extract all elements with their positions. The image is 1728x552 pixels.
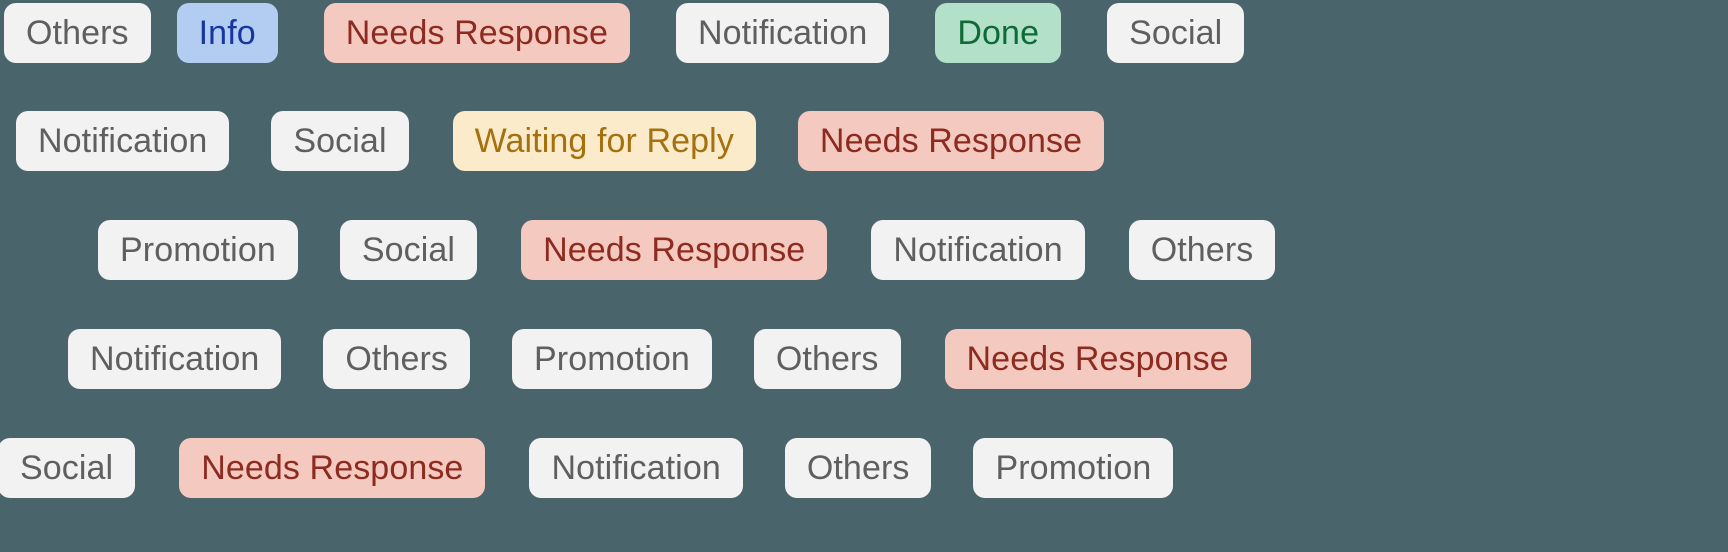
label-pill-promotion[interactable]: Promotion: [98, 220, 298, 280]
label-pill-social[interactable]: Social: [271, 111, 409, 171]
pill-row: Promotion Social Needs Response Notificatio…: [0, 220, 1728, 280]
label-pill-notification[interactable]: Notification: [68, 329, 282, 389]
label-pill-info[interactable]: Info: [176, 3, 278, 63]
label-pill-notification[interactable]: Notification: [529, 438, 743, 498]
label-pill-promotion[interactable]: Promotion: [512, 329, 712, 389]
label-pill-needs-response[interactable]: Needs Response: [944, 329, 1251, 389]
label-pill-needs-response[interactable]: Needs Response: [521, 220, 828, 280]
pill-row: Others Info Needs Response Notification Done…: [0, 3, 1728, 63]
label-pill-others[interactable]: Others: [753, 329, 901, 389]
pill-row: Notification Others Promotion Others Needs R…: [0, 329, 1728, 389]
label-pill-notification[interactable]: Notification: [871, 220, 1085, 280]
label-pill-promotion[interactable]: Promotion: [973, 438, 1174, 498]
label-pill-needs-response[interactable]: Needs Response: [797, 111, 1105, 171]
label-pill-needs-response[interactable]: Needs Response: [323, 3, 630, 63]
label-pill-social[interactable]: Social: [1107, 3, 1245, 63]
pill-row: Notification Social Waiting for Reply Needs…: [0, 111, 1728, 171]
label-pill-others[interactable]: Others: [4, 3, 151, 63]
label-pill-done[interactable]: Done: [935, 3, 1062, 63]
label-pill-social[interactable]: Social: [0, 438, 136, 498]
pill-row: Social Needs Response Notification Others Pr…: [0, 438, 1728, 498]
label-pill-others[interactable]: Others: [1128, 220, 1276, 280]
label-pill-waiting-for-reply[interactable]: Waiting for Reply: [452, 111, 756, 171]
label-pill-others[interactable]: Others: [323, 329, 471, 389]
label-pill-others[interactable]: Others: [784, 438, 932, 498]
label-pill-notification[interactable]: Notification: [676, 3, 890, 63]
label-pill-notification[interactable]: Notification: [16, 111, 230, 171]
label-pill-needs-response[interactable]: Needs Response: [179, 438, 486, 498]
label-pill-social[interactable]: Social: [339, 220, 478, 280]
